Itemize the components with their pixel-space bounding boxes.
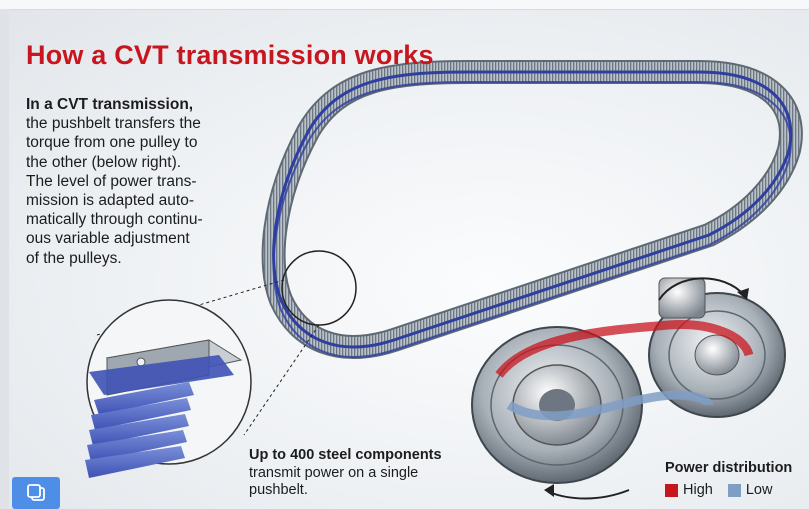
legend-swatch-high [665, 483, 678, 497]
intro-line: of the pulleys. [26, 249, 122, 267]
intro-line: ous variable adjustment [26, 230, 190, 248]
infographic-panel: How a CVT transmission works In a CVT tr… [9, 10, 809, 509]
legend-swatch-low [727, 483, 741, 497]
rotation-arrow [548, 489, 630, 500]
callout-lead: Up to 400 steel components [249, 447, 442, 463]
legend-title: Power distribution [665, 460, 793, 476]
legend-label-low: Low [745, 482, 773, 498]
intro-line: The level of power trans- [26, 172, 197, 190]
high-power-belt [495, 320, 754, 378]
callout-line: transmit power on a single [249, 464, 419, 481]
component-callout: Up to 400 steel components transmit powe… [249, 447, 442, 500]
callout-line: pushbelt. [249, 482, 308, 498]
cvt-illustration [85, 60, 803, 500]
magnify-circle [281, 250, 357, 326]
intro-line: mission is adapted auto- [26, 192, 195, 210]
intro-line: the other (below right). [26, 153, 182, 171]
intro-line: the pushbelt transfers the [26, 115, 201, 133]
page-title: How a CVT transmission works [26, 40, 434, 70]
intro-lead: In a CVT transmission, [26, 96, 194, 113]
belt-detail-zoom [85, 299, 252, 478]
primary-pulley [471, 326, 643, 484]
copy-button[interactable] [12, 477, 60, 509]
intro-text: In a CVT transmission, the pushbelt tran… [26, 95, 261, 268]
rotation-arrow [658, 277, 745, 301]
legend-items: High Low [665, 482, 792, 498]
pushbelt-loop [261, 60, 803, 359]
intro-line: torque from one pulley to [26, 134, 198, 152]
power-legend: Power distribution High Low [665, 460, 792, 498]
left-edge [0, 9, 9, 509]
low-power-belt [506, 390, 714, 421]
intro-line: matically through continu- [26, 211, 203, 229]
copy-icon [27, 484, 45, 501]
dotted-leader [243, 324, 320, 436]
legend-label-high: High [683, 482, 713, 498]
top-bar [0, 0, 809, 10]
